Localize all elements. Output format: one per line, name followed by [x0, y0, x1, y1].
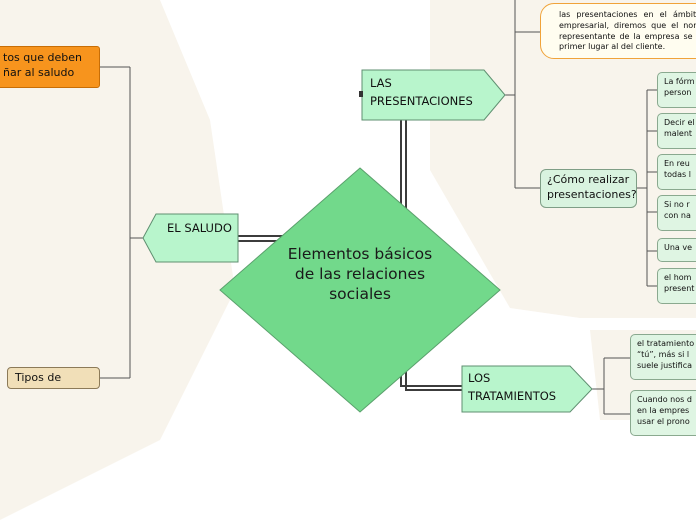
branch-los-tratamientos[interactable]: LOS TRATAMIENTOS [468, 371, 557, 404]
presentacion-item-6[interactable]: el hom present [657, 268, 696, 304]
central-topic-title[interactable]: Elementos básicos de las relaciones soci… [287, 245, 433, 304]
tratamientos-pentagon [461, 365, 593, 413]
central-diamond [219, 167, 501, 413]
branch-el-saludo[interactable]: EL SALUDO [167, 221, 232, 235]
tratamiento-item-1[interactable]: el tratamiento “tú”, más si l suele just… [630, 334, 696, 380]
presentacion-item-1[interactable]: La fórm person [657, 72, 696, 108]
right-top-panel-bg [430, 0, 696, 318]
presentacion-item-5[interactable]: Una ve [657, 238, 696, 262]
saludo-topic-elements[interactable]: tos que deben ñar al saludo [0, 46, 100, 88]
presentacion-item-4[interactable]: Si no r con na [657, 195, 696, 231]
saludo-pentagon [142, 213, 239, 263]
tratamiento-item-2[interactable]: Cuando nos d en la empres usar el prono [630, 390, 696, 436]
sub-topic-how-to-present[interactable]: ¿Cómo realizar presentaciones? [540, 169, 637, 208]
presentacion-item-3[interactable]: En reu todas l [657, 154, 696, 190]
branch-las-presentaciones[interactable]: LAS PRESENTACIONES [370, 76, 473, 109]
presentacion-item-2[interactable]: Decir el malent [657, 113, 696, 149]
presentaciones-note[interactable]: las presentaciones en el ámbito empresar… [540, 3, 696, 59]
node-marker [359, 91, 363, 97]
left-panel-bg [0, 0, 235, 520]
saludo-topic-types[interactable]: Tipos de saludos [7, 367, 100, 389]
presentaciones-pentagon [361, 69, 506, 121]
